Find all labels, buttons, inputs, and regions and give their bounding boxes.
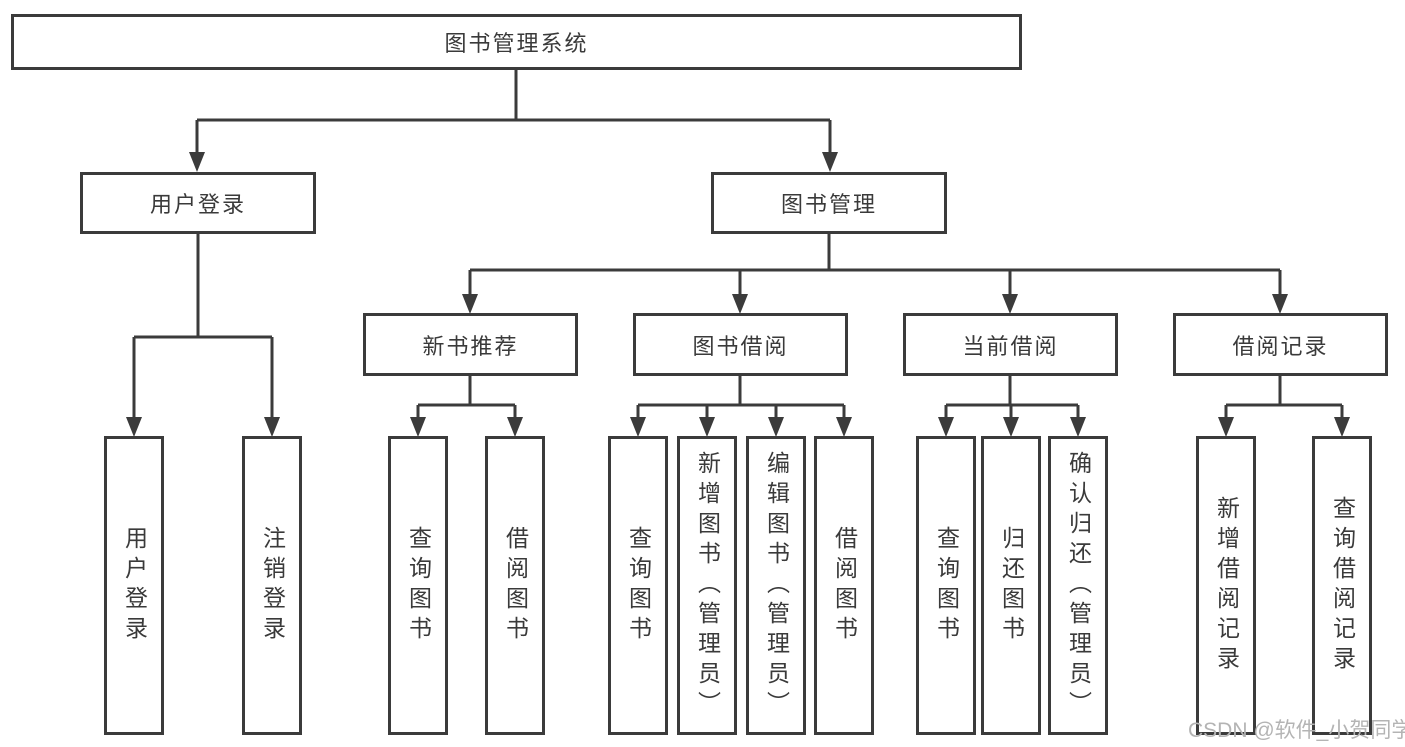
node-label: 图书管理	[780, 192, 877, 217]
node-new-book-recommend: 新书推荐	[363, 313, 578, 376]
leaf-logout-login: 注销登录	[242, 436, 302, 735]
node-label: 确认归还（管理员）	[1065, 450, 1092, 721]
csdn-watermark: CSDN @软件_小贺同学	[1188, 719, 1405, 742]
connector-book-borrow-to-leaves	[630, 376, 852, 437]
leaf-borrow-query-books: 查询图书	[608, 436, 668, 735]
node-label: 用户登录	[149, 192, 246, 217]
node-book-management: 图书管理	[711, 172, 947, 234]
leaf-borrow-edit-books-admin: 编辑图书（管理员）	[746, 436, 806, 735]
connector-current-borrow-to-leaves	[938, 376, 1086, 437]
node-current-borrow: 当前借阅	[903, 313, 1118, 376]
leaf-borrow-borrow-books: 借阅图书	[814, 436, 874, 735]
node-label: 查询借阅记录	[1329, 495, 1356, 676]
leaf-current-return-books: 归还图书	[981, 436, 1041, 735]
connector-borrow-record-to-leaves	[1218, 376, 1350, 437]
leaf-borrow-add-books-admin: 新增图书（管理员）	[677, 436, 737, 735]
connector-book-mgmt-to-level3	[462, 234, 1288, 314]
leaf-current-confirm-return-admin: 确认归还（管理员）	[1048, 436, 1108, 735]
node-root-system: 图书管理系统	[11, 14, 1022, 70]
connector-user-login-to-leaves	[126, 234, 280, 437]
node-user-login: 用户登录	[80, 172, 316, 234]
node-label: 借阅记录	[1232, 333, 1329, 359]
leaf-record-add-borrow-record: 新增借阅记录	[1196, 436, 1256, 735]
node-label: 新增图书（管理员）	[694, 450, 721, 721]
node-label: 归还图书	[998, 525, 1025, 646]
node-borrow-record: 借阅记录	[1173, 313, 1388, 376]
node-label: 查询图书	[933, 525, 960, 646]
leaf-newbook-borrow-books: 借阅图书	[485, 436, 545, 735]
node-label: 当前借阅	[962, 333, 1059, 359]
leaf-record-query-borrow-record: 查询借阅记录	[1312, 436, 1372, 735]
node-label: 编辑图书（管理员）	[763, 450, 790, 721]
node-label: 查询图书	[625, 525, 652, 646]
node-label: 借阅图书	[502, 525, 529, 646]
node-label: 新书推荐	[422, 333, 519, 359]
connector-root-to-level2	[189, 70, 838, 172]
node-label: 借阅图书	[831, 525, 858, 646]
node-label: 新增借阅记录	[1213, 495, 1240, 676]
leaf-user-login: 用户登录	[104, 436, 164, 735]
node-label: 图书管理系统	[444, 31, 589, 56]
node-book-borrow: 图书借阅	[633, 313, 848, 376]
leaf-newbook-query-books: 查询图书	[388, 436, 448, 735]
node-label: 注销登录	[259, 525, 286, 646]
node-label: 图书借阅	[692, 333, 789, 359]
node-label: 用户登录	[121, 525, 148, 646]
leaf-current-query-books: 查询图书	[916, 436, 976, 735]
node-label: 查询图书	[405, 525, 432, 646]
connector-new-book-to-leaves	[410, 376, 523, 437]
